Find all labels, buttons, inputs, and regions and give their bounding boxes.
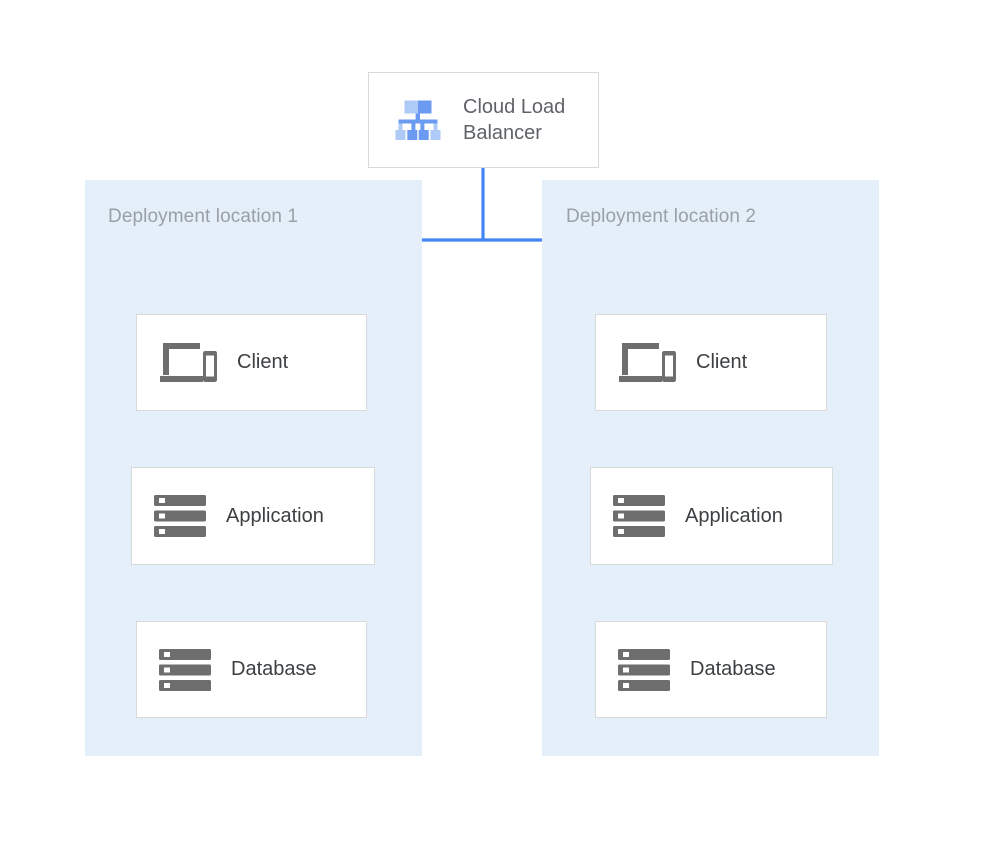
node-region1-database[interactable]: Database — [136, 621, 367, 718]
node-region2-database-label: Database — [690, 658, 776, 680]
node-region2-database[interactable]: Database — [595, 621, 827, 718]
node-region1-client[interactable]: Client — [136, 314, 367, 411]
server-stack-icon — [154, 494, 206, 538]
client-devices-icon — [618, 339, 676, 387]
node-region2-application-label: Application — [685, 504, 783, 527]
node-cloud-load-balancer[interactable]: Cloud Load Balancer — [368, 72, 599, 168]
node-region1-database-label: Database — [231, 658, 317, 680]
node-region2-client[interactable]: Client — [595, 314, 827, 411]
region-1-label: Deployment location 1 — [108, 206, 299, 227]
node-region2-application[interactable]: Application — [590, 467, 833, 565]
server-stack-icon — [618, 648, 670, 692]
cloud-load-balancer-label: Cloud Load Balancer — [463, 95, 566, 144]
server-stack-icon — [159, 648, 211, 692]
node-region1-application[interactable]: Application — [131, 467, 375, 565]
node-region1-application-label: Application — [226, 504, 324, 527]
client-devices-icon — [159, 339, 217, 387]
node-region1-client-label: Client — [237, 351, 289, 373]
cloud-load-balancer-icon — [391, 93, 445, 147]
server-stack-icon — [613, 494, 665, 538]
region-2-label: Deployment location 2 — [566, 206, 757, 227]
node-region2-client-label: Client — [696, 351, 748, 373]
